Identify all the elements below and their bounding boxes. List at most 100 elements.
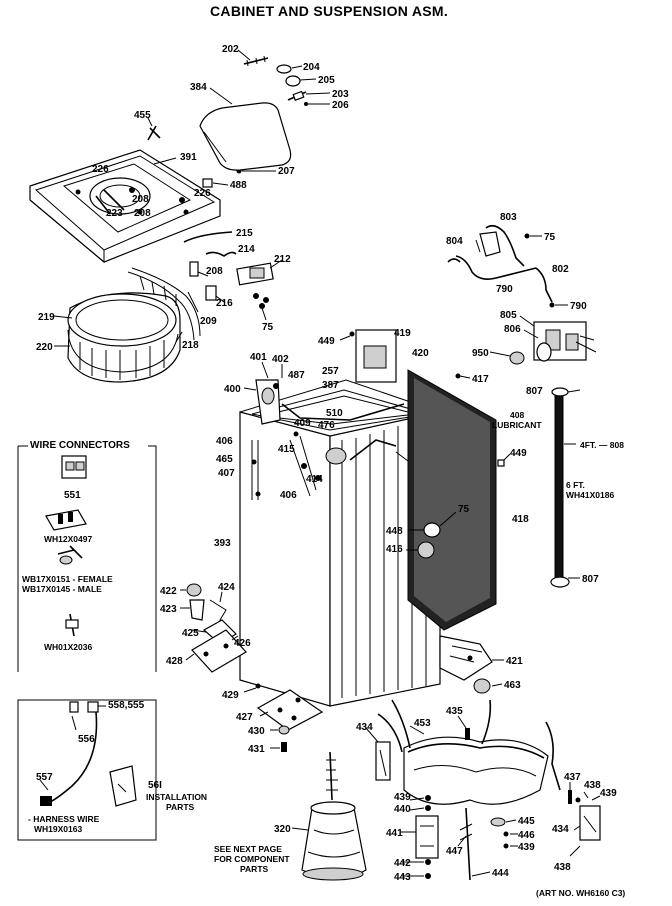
lubricant-number: 408 [510,410,524,420]
next-page-note: FOR COMPONENT [214,854,290,864]
art-number: (ART NO. WH6160 C3) [536,888,625,898]
part-label: 425 [182,628,199,639]
connector-label: 551 [64,490,81,501]
wire-connectors-panel [17,445,157,672]
part-label: 212 [274,254,291,265]
part-label: 803 [500,212,517,223]
part-label: 427 [236,712,253,723]
part-label: 257 [322,366,339,377]
part-label: 406 [280,490,297,501]
harness-label: WH19X0163 [34,824,82,834]
connector-label: WB17X0151 - FEMALE [22,574,113,584]
diagram-title: CABINET AND SUSPENSION ASM. [210,3,448,19]
part-label: 320 [274,824,291,835]
part-label: 428 [166,656,183,667]
lubricant-note: LUBRICANT [492,420,542,430]
part-label: 439 [518,842,535,853]
part-label: 393 [214,538,231,549]
part-label: 226 [194,188,211,199]
part-label: 203 [332,89,349,100]
part-label: 438 [554,862,571,873]
part-label: 510 [326,408,343,419]
part-label: 805 [500,310,517,321]
part-label: 441 [386,828,403,839]
part-label: 204 [303,62,320,73]
harness-label: 558,555 [108,700,145,711]
part-label: 402 [272,354,289,365]
harness-label: 56I [148,780,162,791]
part-label: 449 [510,448,527,459]
part-label: 790 [496,284,513,295]
tub-ring [53,267,201,383]
part-label: 442 [394,858,411,869]
part-label: 434 [552,824,569,835]
part-label: 387 [322,380,339,391]
connector-label: WH01X2036 [44,642,92,652]
part-label: 409 [294,418,311,429]
latch-bracket [243,361,283,425]
connector-label: WH12X0497 [44,534,92,544]
part-label: 437 [564,772,581,783]
part-label: 488 [230,180,247,191]
front-foot-bracket [243,683,324,752]
part-label: 439 [600,788,617,799]
part-label: 205 [318,75,335,86]
part-label: 400 [224,384,241,395]
part-label: 421 [506,656,523,667]
clip-455 [147,117,161,141]
wire-connectors-title: WIRE CONNECTORS [30,440,130,451]
part-label: 422 [160,586,177,597]
part-label: 391 [180,152,197,163]
part-label: 487 [288,370,305,381]
part-label: 426 [234,638,251,649]
part-label: 465 [216,454,233,465]
lid [199,87,292,171]
part-label: 208 [134,208,151,219]
part-label: 439 [394,792,411,803]
part-label: 419 [394,328,411,339]
harness-label: INSTALLATION [146,792,207,802]
part-label: 75 [262,322,274,333]
part-label: 384 [190,82,207,93]
part-label: 218 [182,340,199,351]
part-label: 418 [512,514,529,525]
harness-label: - HARNESS WIRE [28,814,100,824]
hose-6ft-part: WH41X0186 [566,490,614,500]
part-label: 448 [386,526,403,537]
part-label: 416 [386,544,403,555]
part-label: 226 [92,164,109,175]
part-label: 431 [248,744,265,755]
part-label: 417 [472,374,489,385]
connector-label: WB17X0145 - MALE [22,584,102,594]
hinge-latch-parts [183,231,283,321]
part-label: 802 [552,264,569,275]
front-suspension-parts [180,583,247,673]
part-label: 444 [492,868,509,879]
part-label: 455 [134,110,151,121]
fill-hose [550,387,581,588]
part-label: 202 [222,44,239,55]
part-label: 950 [472,348,489,359]
part-label: 438 [584,780,601,791]
hose-4ft-note: 4FT. — 808 [580,440,624,450]
part-label: 463 [504,680,521,691]
part-label: 434 [356,722,373,733]
next-page-note: SEE NEXT PAGE [214,844,282,854]
part-label: 429 [222,690,239,701]
harness-panel [17,699,157,841]
part-label: 406 [216,436,233,447]
part-label: 443 [394,872,411,883]
part-label: 209 [200,316,217,327]
next-page-note: PARTS [240,864,269,874]
top-cover [29,149,221,264]
part-label: 407 [218,468,235,479]
part-label: 804 [446,236,463,247]
part-label: 207 [278,166,295,177]
part-label: 807 [582,574,599,585]
harness-label: 556 [78,734,95,745]
part-label: 208 [132,194,149,205]
harness-label: PARTS [166,802,195,812]
part-label: 806 [504,324,521,335]
part-label: 401 [250,352,267,363]
